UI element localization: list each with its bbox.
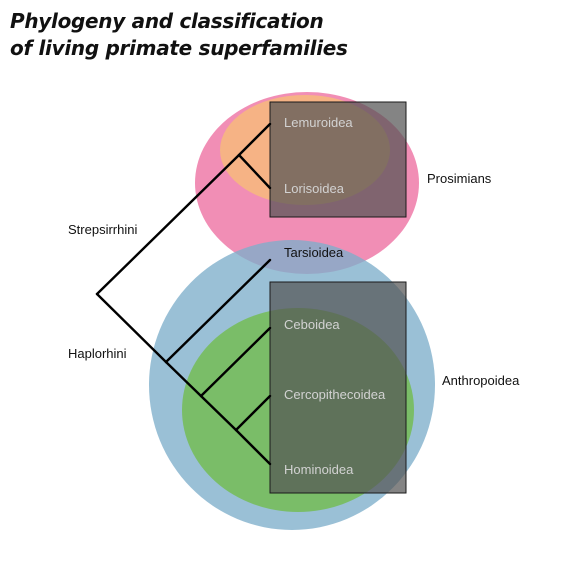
anthropoid-taxa-box	[269, 281, 407, 494]
branch-lemuroidea	[237, 122, 272, 157]
title-line-2: of living primate superfamilies	[10, 36, 348, 60]
branch-catarrhini-stem	[199, 394, 238, 432]
branch-root-haplorhini	[95, 292, 168, 364]
taxon-label-lemuroidea: Lemuroidea	[284, 115, 353, 130]
taxon-label-hominoidea: Hominoidea	[284, 462, 354, 477]
taxon-label-lorisoidea: Lorisoidea	[284, 181, 345, 196]
branch-anthropoidea-stem	[164, 360, 203, 398]
taxon-label-ceboidea: Ceboidea	[284, 317, 340, 332]
strepsirrhine-taxa-box	[269, 101, 407, 218]
branch-ceboidea	[199, 326, 272, 398]
clade-label-haplorhini: Haplorhini	[68, 346, 127, 361]
taxon-label-cercopithecoidea: Cercopithecoidea	[284, 387, 386, 402]
phylogenetic-tree	[95, 122, 272, 466]
branch-lorisoidea	[237, 153, 272, 190]
clade-label-strepsirrhini: Strepsirrhini	[68, 222, 137, 237]
title-line-1: Phylogeny and classification	[10, 9, 324, 33]
branch-hominoidea	[234, 428, 272, 466]
diagram-title: Phylogeny and classification of living p…	[10, 8, 348, 62]
group-label-anthropoidea: Anthropoidea	[442, 373, 520, 388]
taxon-label-tarsioidea: Tarsioidea	[284, 245, 344, 260]
branch-cercopithecoidea	[234, 394, 272, 432]
branch-tarsioidea	[164, 258, 272, 364]
branch-root-strepsirrhini	[95, 153, 241, 296]
group-label-prosimians: Prosimians	[427, 171, 492, 186]
